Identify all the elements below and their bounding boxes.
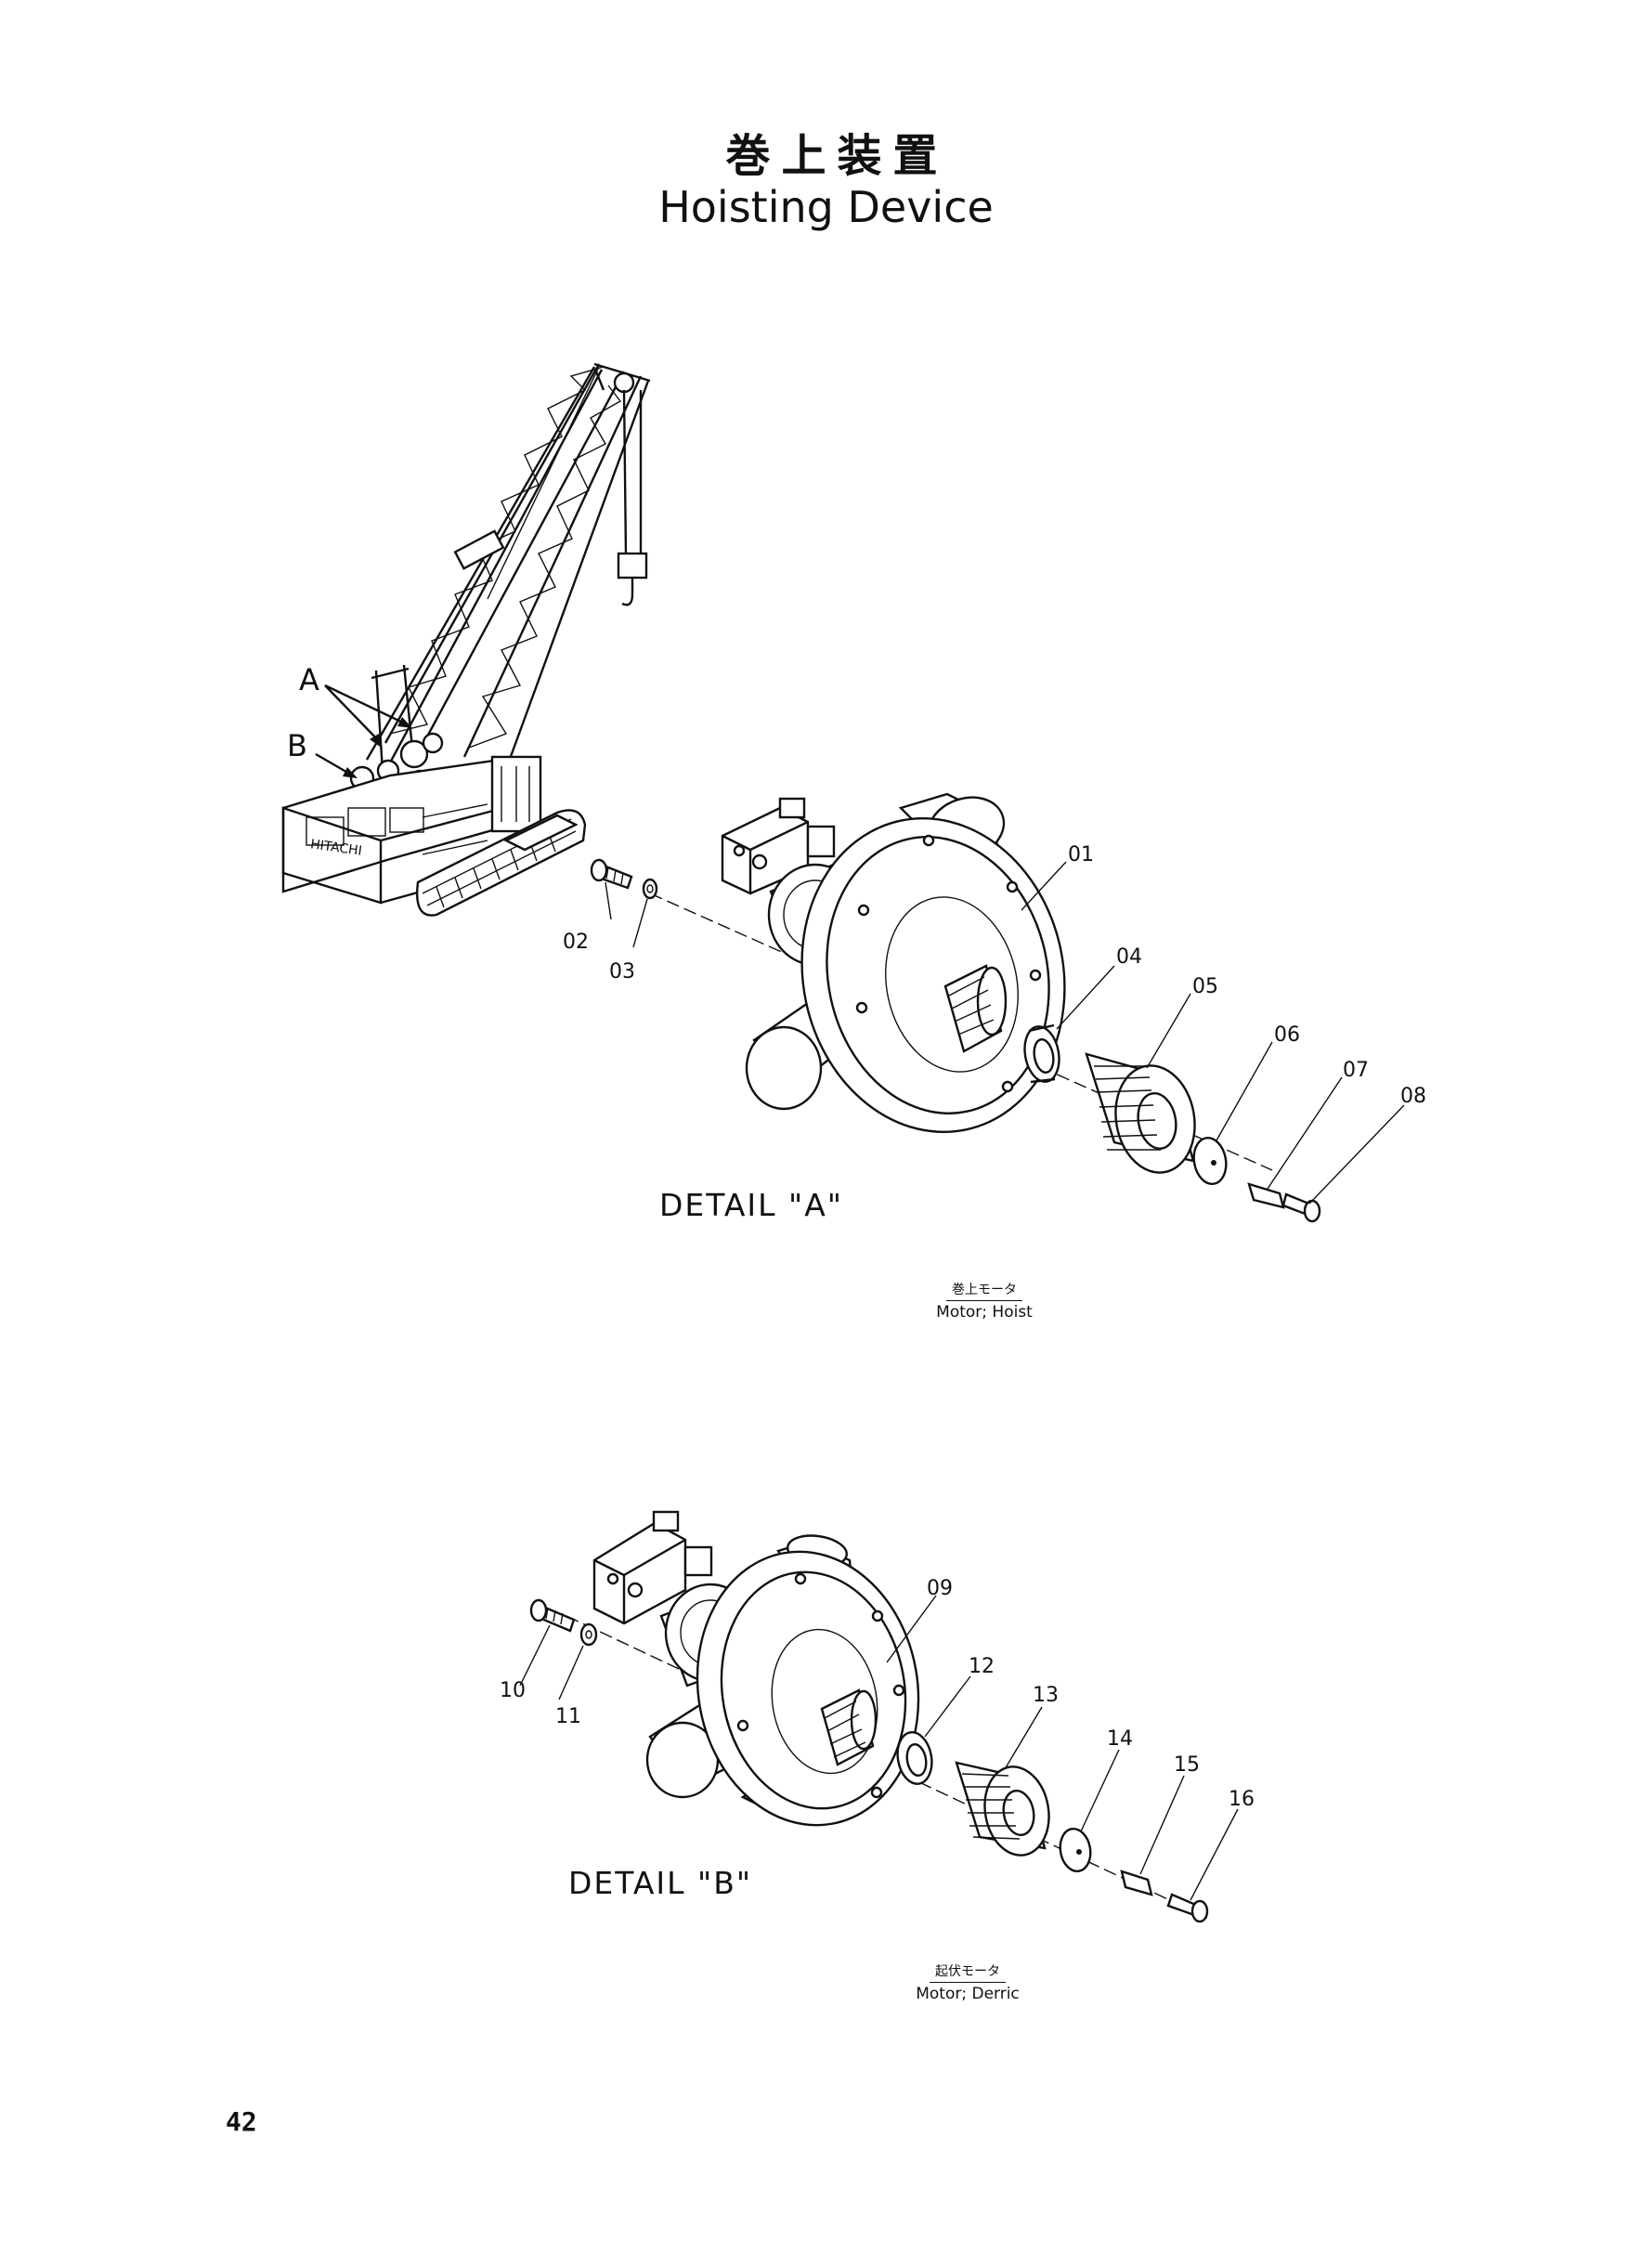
part-04-seal-ring-a bbox=[1023, 1023, 1060, 1084]
callout-08: 08 bbox=[1400, 1085, 1426, 1108]
marker-b-label: B bbox=[287, 728, 307, 763]
page-title-japanese: 巻上装置 bbox=[725, 130, 949, 182]
callout-13: 13 bbox=[1033, 1684, 1059, 1707]
marker-a-label: A bbox=[299, 662, 319, 697]
part-08-bolt-a bbox=[1281, 1192, 1321, 1223]
part-13-gear-b bbox=[955, 1761, 1050, 1857]
motor-shaft-a bbox=[943, 964, 1008, 1053]
part-02-bolt-a bbox=[590, 858, 633, 890]
callout-06: 06 bbox=[1274, 1023, 1300, 1047]
part-06-washer-a bbox=[1192, 1137, 1228, 1185]
detail-b-caption: 起伏モータ Motor; Derric bbox=[893, 1961, 1042, 2003]
part-03-washer-a bbox=[642, 878, 658, 900]
detail-b-label: DETAIL "B" bbox=[568, 1865, 753, 1901]
valve-block-b bbox=[592, 1510, 713, 1625]
crane-crawler bbox=[416, 809, 587, 917]
callout-15: 15 bbox=[1174, 1753, 1200, 1777]
callout-03: 03 bbox=[609, 960, 635, 984]
detail-a-label: DETAIL "A" bbox=[659, 1187, 843, 1223]
callout-16: 16 bbox=[1229, 1788, 1255, 1811]
part-15-lock-plate-b bbox=[1120, 1870, 1153, 1896]
part-05-gear-a bbox=[1085, 1052, 1196, 1174]
crane-boom bbox=[384, 362, 651, 762]
callout-12: 12 bbox=[969, 1655, 995, 1678]
motor-housing-b bbox=[696, 1550, 920, 1827]
callout-05: 05 bbox=[1192, 975, 1218, 998]
callout-11: 11 bbox=[555, 1705, 581, 1728]
part-14-washer-b bbox=[1059, 1827, 1092, 1873]
motor-housing-a bbox=[800, 816, 1066, 1134]
detail-b-caption-english: Motor; Derric bbox=[916, 1985, 1020, 2003]
part-07-lock-plate-a bbox=[1247, 1182, 1285, 1209]
page-title-english: Hoisting Device bbox=[658, 182, 994, 232]
detail-a-caption: 巻上モータ Motor; Hoist bbox=[910, 1280, 1059, 1322]
callout-10: 10 bbox=[500, 1679, 526, 1702]
detail-a-illustration bbox=[590, 792, 1405, 1223]
detail-a-caption-english: Motor; Hoist bbox=[936, 1303, 1033, 1322]
part-12-seal-ring-b bbox=[896, 1731, 933, 1785]
callout-04: 04 bbox=[1116, 945, 1142, 969]
callout-09: 09 bbox=[927, 1577, 953, 1600]
part-16-bolt-b bbox=[1166, 1893, 1209, 1923]
crane-illustration bbox=[281, 362, 651, 917]
crane-hook bbox=[617, 389, 648, 606]
callout-02: 02 bbox=[563, 931, 589, 954]
motor-shaft-b bbox=[820, 1688, 878, 1766]
part-11-washer-b bbox=[579, 1622, 598, 1647]
detail-b-caption-japanese: 起伏モータ bbox=[930, 1961, 1006, 1983]
detail-a-leaders bbox=[605, 861, 1405, 1205]
page-number: 42 bbox=[226, 2106, 257, 2137]
callout-07: 07 bbox=[1343, 1059, 1369, 1082]
detail-a-caption-japanese: 巻上モータ bbox=[946, 1280, 1022, 1301]
callout-01: 01 bbox=[1068, 843, 1094, 866]
valve-block-a bbox=[721, 797, 836, 895]
marker-leaders bbox=[315, 684, 412, 778]
callout-14: 14 bbox=[1107, 1727, 1133, 1751]
detail-b-leaders bbox=[519, 1595, 1239, 1901]
part-10-bolt-b bbox=[529, 1598, 576, 1633]
detail-b-illustration bbox=[519, 1510, 1239, 1923]
